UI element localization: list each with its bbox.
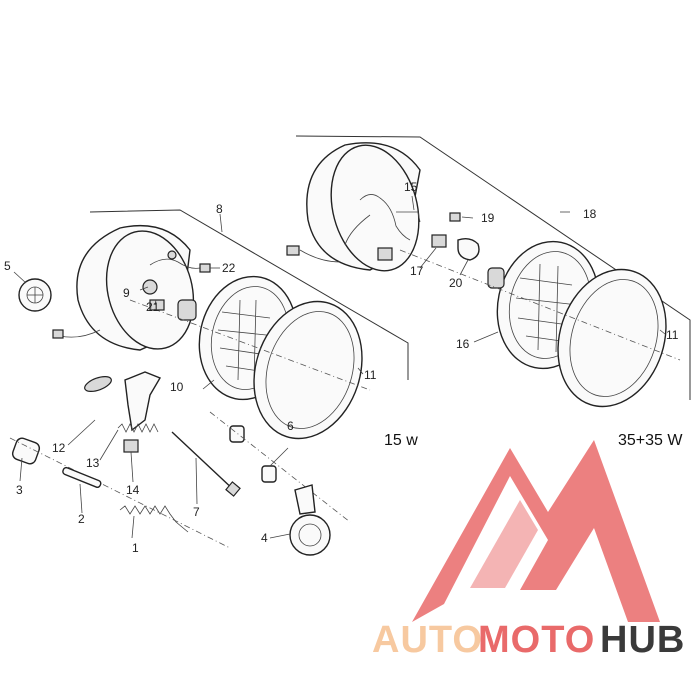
left-trim-ring — [253, 300, 363, 440]
callout-20: 20 — [449, 276, 463, 290]
part-14-block — [123, 439, 139, 453]
part-12-bracket — [124, 371, 162, 432]
part-4-horn — [289, 514, 331, 556]
callout-3: 3 — [16, 483, 23, 497]
right-headlamp-group — [286, 135, 691, 408]
callout-12: 12 — [52, 441, 66, 455]
left-grommet — [142, 279, 158, 295]
right-bulb-socket — [431, 234, 447, 248]
callout-15: 15 — [404, 180, 418, 194]
callout-11-left: 11 — [364, 368, 377, 382]
small-parts-group — [9, 278, 351, 556]
callout-2: 2 — [78, 512, 85, 526]
watermark-word-auto: AUTO — [372, 619, 483, 661]
rating-right: 35+35 W — [618, 432, 683, 449]
callout-numbers: 1 2 3 4 5 6 7 8 9 10 11 11 12 13 14 15 1… — [4, 180, 679, 555]
watermark-word-hub: HUB — [600, 619, 685, 661]
part-13-spring — [117, 423, 159, 433]
part-2-pin — [62, 466, 102, 488]
part-3-cap — [11, 437, 41, 465]
watermark-logo-mark — [412, 440, 660, 622]
part-7-bolt — [171, 431, 237, 493]
callout-6: 6 — [287, 419, 294, 433]
part-6-bushing-b — [261, 465, 277, 483]
right-connector — [377, 247, 393, 261]
callout-10: 10 — [170, 380, 184, 394]
callout-5: 5 — [4, 259, 11, 273]
callout-4: 4 — [261, 531, 268, 545]
part-6-bushing-a — [229, 425, 245, 443]
rating-left: 15 w — [384, 432, 418, 449]
callout-21: 21 — [146, 300, 160, 314]
callout-1: 1 — [132, 541, 139, 555]
callout-8: 8 — [216, 202, 223, 216]
right-trim-ring — [557, 268, 667, 408]
callout-14: 14 — [126, 483, 140, 497]
callout-13: 13 — [86, 456, 100, 470]
callout-18: 18 — [583, 207, 597, 221]
left-bulb-socket — [167, 250, 177, 260]
left-bulb-22 — [199, 263, 211, 273]
right-pilot-bulb — [449, 212, 461, 222]
watermark-word-moto: MOTO — [478, 619, 595, 661]
part-1-spring — [119, 505, 189, 533]
leader-lines — [13, 195, 666, 539]
callout-22: 22 — [222, 261, 236, 275]
right-housing-rim — [330, 144, 420, 272]
callout-7: 7 — [193, 505, 200, 519]
callout-17: 17 — [410, 264, 424, 278]
callout-16: 16 — [456, 337, 470, 351]
watermark-logo — [412, 440, 660, 622]
callout-19: 19 — [481, 211, 495, 225]
left-headlamp-group — [52, 209, 409, 440]
callout-11-right: 11 — [666, 328, 679, 342]
right-headlamp-bulb — [457, 237, 480, 261]
callout-9: 9 — [123, 286, 130, 300]
